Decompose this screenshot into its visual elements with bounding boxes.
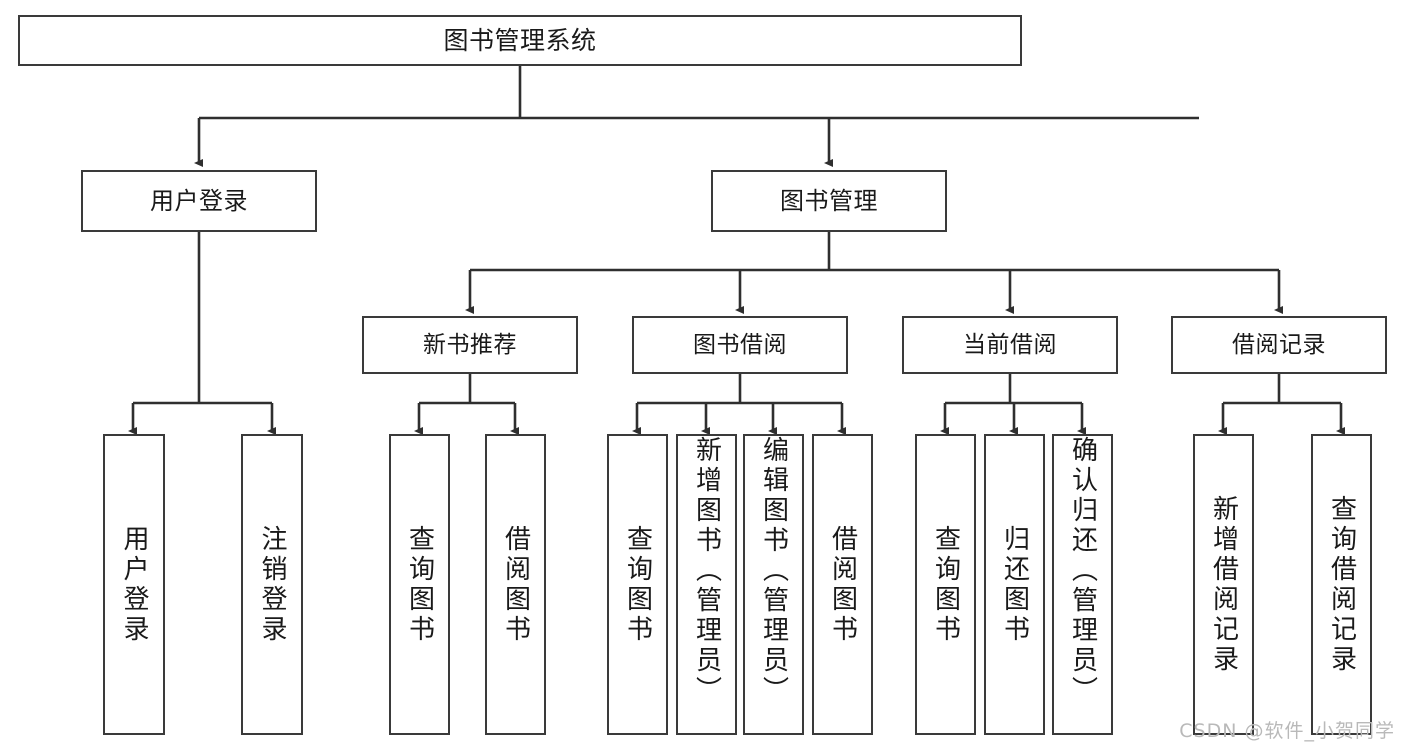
leaf-new-book-borrow[interactable]: 借阅图书 — [485, 434, 546, 735]
node-label: 编辑图书（管理员） — [758, 436, 789, 706]
leaf-borrow-record-add[interactable]: 新增借阅记录 — [1193, 434, 1254, 735]
node-book-management[interactable]: 图书管理 — [711, 170, 947, 232]
node-label: 用户登录 — [119, 524, 149, 645]
node-label: 确认归还（管理员） — [1067, 436, 1098, 706]
node-label: 新增借阅记录 — [1208, 494, 1239, 675]
leaf-borrow-record-query[interactable]: 查询借阅记录 — [1311, 434, 1372, 735]
node-label: 借阅图书 — [500, 524, 531, 645]
node-current-borrow[interactable]: 当前借阅 — [902, 316, 1118, 374]
node-label: 图书管理 — [780, 187, 878, 215]
node-label: 图书管理系统 — [443, 25, 597, 55]
node-new-book-recommend[interactable]: 新书推荐 — [362, 316, 578, 374]
node-user-login[interactable]: 用户登录 — [81, 170, 317, 232]
node-label: 借阅图书 — [827, 524, 858, 645]
node-label: 图书借阅 — [693, 331, 787, 358]
watermark: CSDN @软件_小贺同学 — [1179, 720, 1395, 742]
node-label: 查询借阅记录 — [1326, 494, 1357, 675]
node-borrow-record[interactable]: 借阅记录 — [1171, 316, 1387, 374]
node-root-system[interactable]: 图书管理系统 — [18, 15, 1022, 66]
node-label: 用户登录 — [150, 187, 248, 215]
leaf-user-login-login[interactable]: 用户登录 — [103, 434, 165, 735]
node-label: 查询图书 — [930, 524, 961, 645]
node-label: 新书推荐 — [423, 331, 517, 358]
leaf-current-borrow-query[interactable]: 查询图书 — [915, 434, 976, 735]
node-label: 注销登录 — [257, 524, 287, 645]
node-label: 新增图书（管理员） — [691, 436, 722, 706]
node-label: 归还图书 — [999, 524, 1030, 645]
node-label: 当前借阅 — [963, 331, 1057, 358]
node-book-borrow[interactable]: 图书借阅 — [632, 316, 848, 374]
leaf-book-borrow-add[interactable]: 新增图书（管理员） — [676, 434, 737, 735]
leaf-current-borrow-return[interactable]: 归还图书 — [984, 434, 1045, 735]
node-label: 查询图书 — [404, 524, 435, 645]
node-label: 查询图书 — [622, 524, 653, 645]
leaf-book-borrow-borrow[interactable]: 借阅图书 — [812, 434, 873, 735]
leaf-new-book-query[interactable]: 查询图书 — [389, 434, 450, 735]
leaf-current-borrow-confirm-return[interactable]: 确认归还（管理员） — [1052, 434, 1113, 735]
node-label: 借阅记录 — [1232, 331, 1326, 358]
leaf-user-login-logout[interactable]: 注销登录 — [241, 434, 303, 735]
leaf-book-borrow-query[interactable]: 查询图书 — [607, 434, 668, 735]
leaf-book-borrow-edit[interactable]: 编辑图书（管理员） — [743, 434, 804, 735]
